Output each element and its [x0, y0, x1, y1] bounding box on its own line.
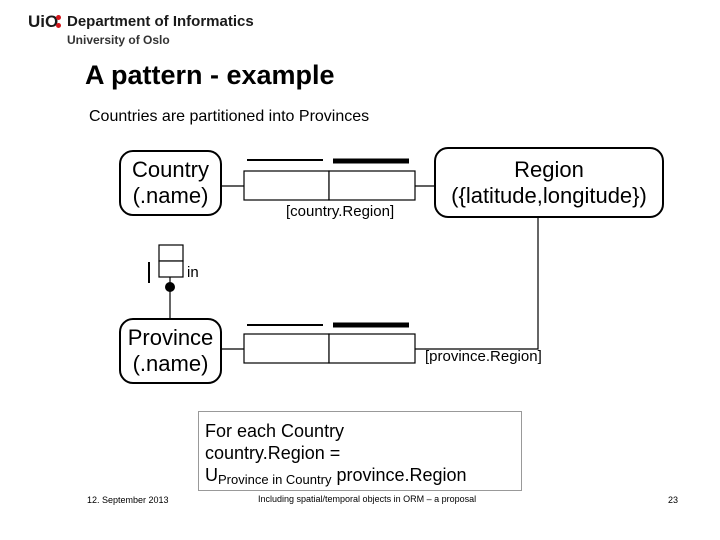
entity-name: Region: [514, 156, 584, 182]
footer-date: 12. September 2013: [87, 495, 169, 505]
mandatory-dot: [165, 282, 175, 292]
fact-role-box-left: [243, 333, 330, 364]
role-label-province-region: [province.Region]: [425, 348, 542, 365]
fact-role-box-left: [243, 170, 330, 201]
entity-region: Region ({latitude,longitude}): [434, 147, 664, 218]
in-role-box-top: [158, 244, 184, 262]
page-number: 23: [668, 495, 679, 505]
entity-ref-mode: ({latitude,longitude}): [451, 182, 647, 208]
slide-title: A pattern - example: [85, 60, 335, 90]
entity-name: Country: [131, 157, 210, 182]
department-name: Department of Informatics: [67, 13, 254, 30]
university-name: University of Oslo: [67, 33, 170, 47]
uio-logo-colon-icon: [55, 14, 63, 30]
note-line-3-text: province.Region: [331, 465, 467, 485]
note-line-3: UProvince in Country province.Region: [205, 464, 515, 491]
constraint-note: For each Country country.Region = UProvi…: [198, 411, 522, 491]
entity-ref-mode: (.name): [132, 351, 209, 376]
in-role-box-bottom: [158, 260, 184, 278]
role-label-in: in: [187, 264, 199, 281]
union-subscript: Province in Country: [218, 472, 332, 487]
entity-province: Province (.name): [119, 318, 222, 384]
slide-subtitle: Countries are partitioned into Provinces: [89, 108, 370, 125]
role-label-country-region: [country.Region]: [286, 203, 395, 220]
note-line-1: For each Country: [205, 421, 345, 441]
footer-title: Including spatial/temporal objects in OR…: [258, 494, 477, 504]
connector-role-region-lower: [415, 218, 539, 350]
note-line-2: country.Region =: [205, 443, 341, 463]
entity-ref-mode: (.name): [132, 183, 209, 208]
fact-role-box-right: [328, 333, 416, 364]
entity-name: Province: [127, 325, 214, 350]
entity-country: Country (.name): [119, 150, 222, 216]
fact-role-box-right: [328, 170, 416, 201]
union-symbol: U: [205, 465, 218, 485]
uio-logo-text: UiO: [28, 12, 59, 31]
